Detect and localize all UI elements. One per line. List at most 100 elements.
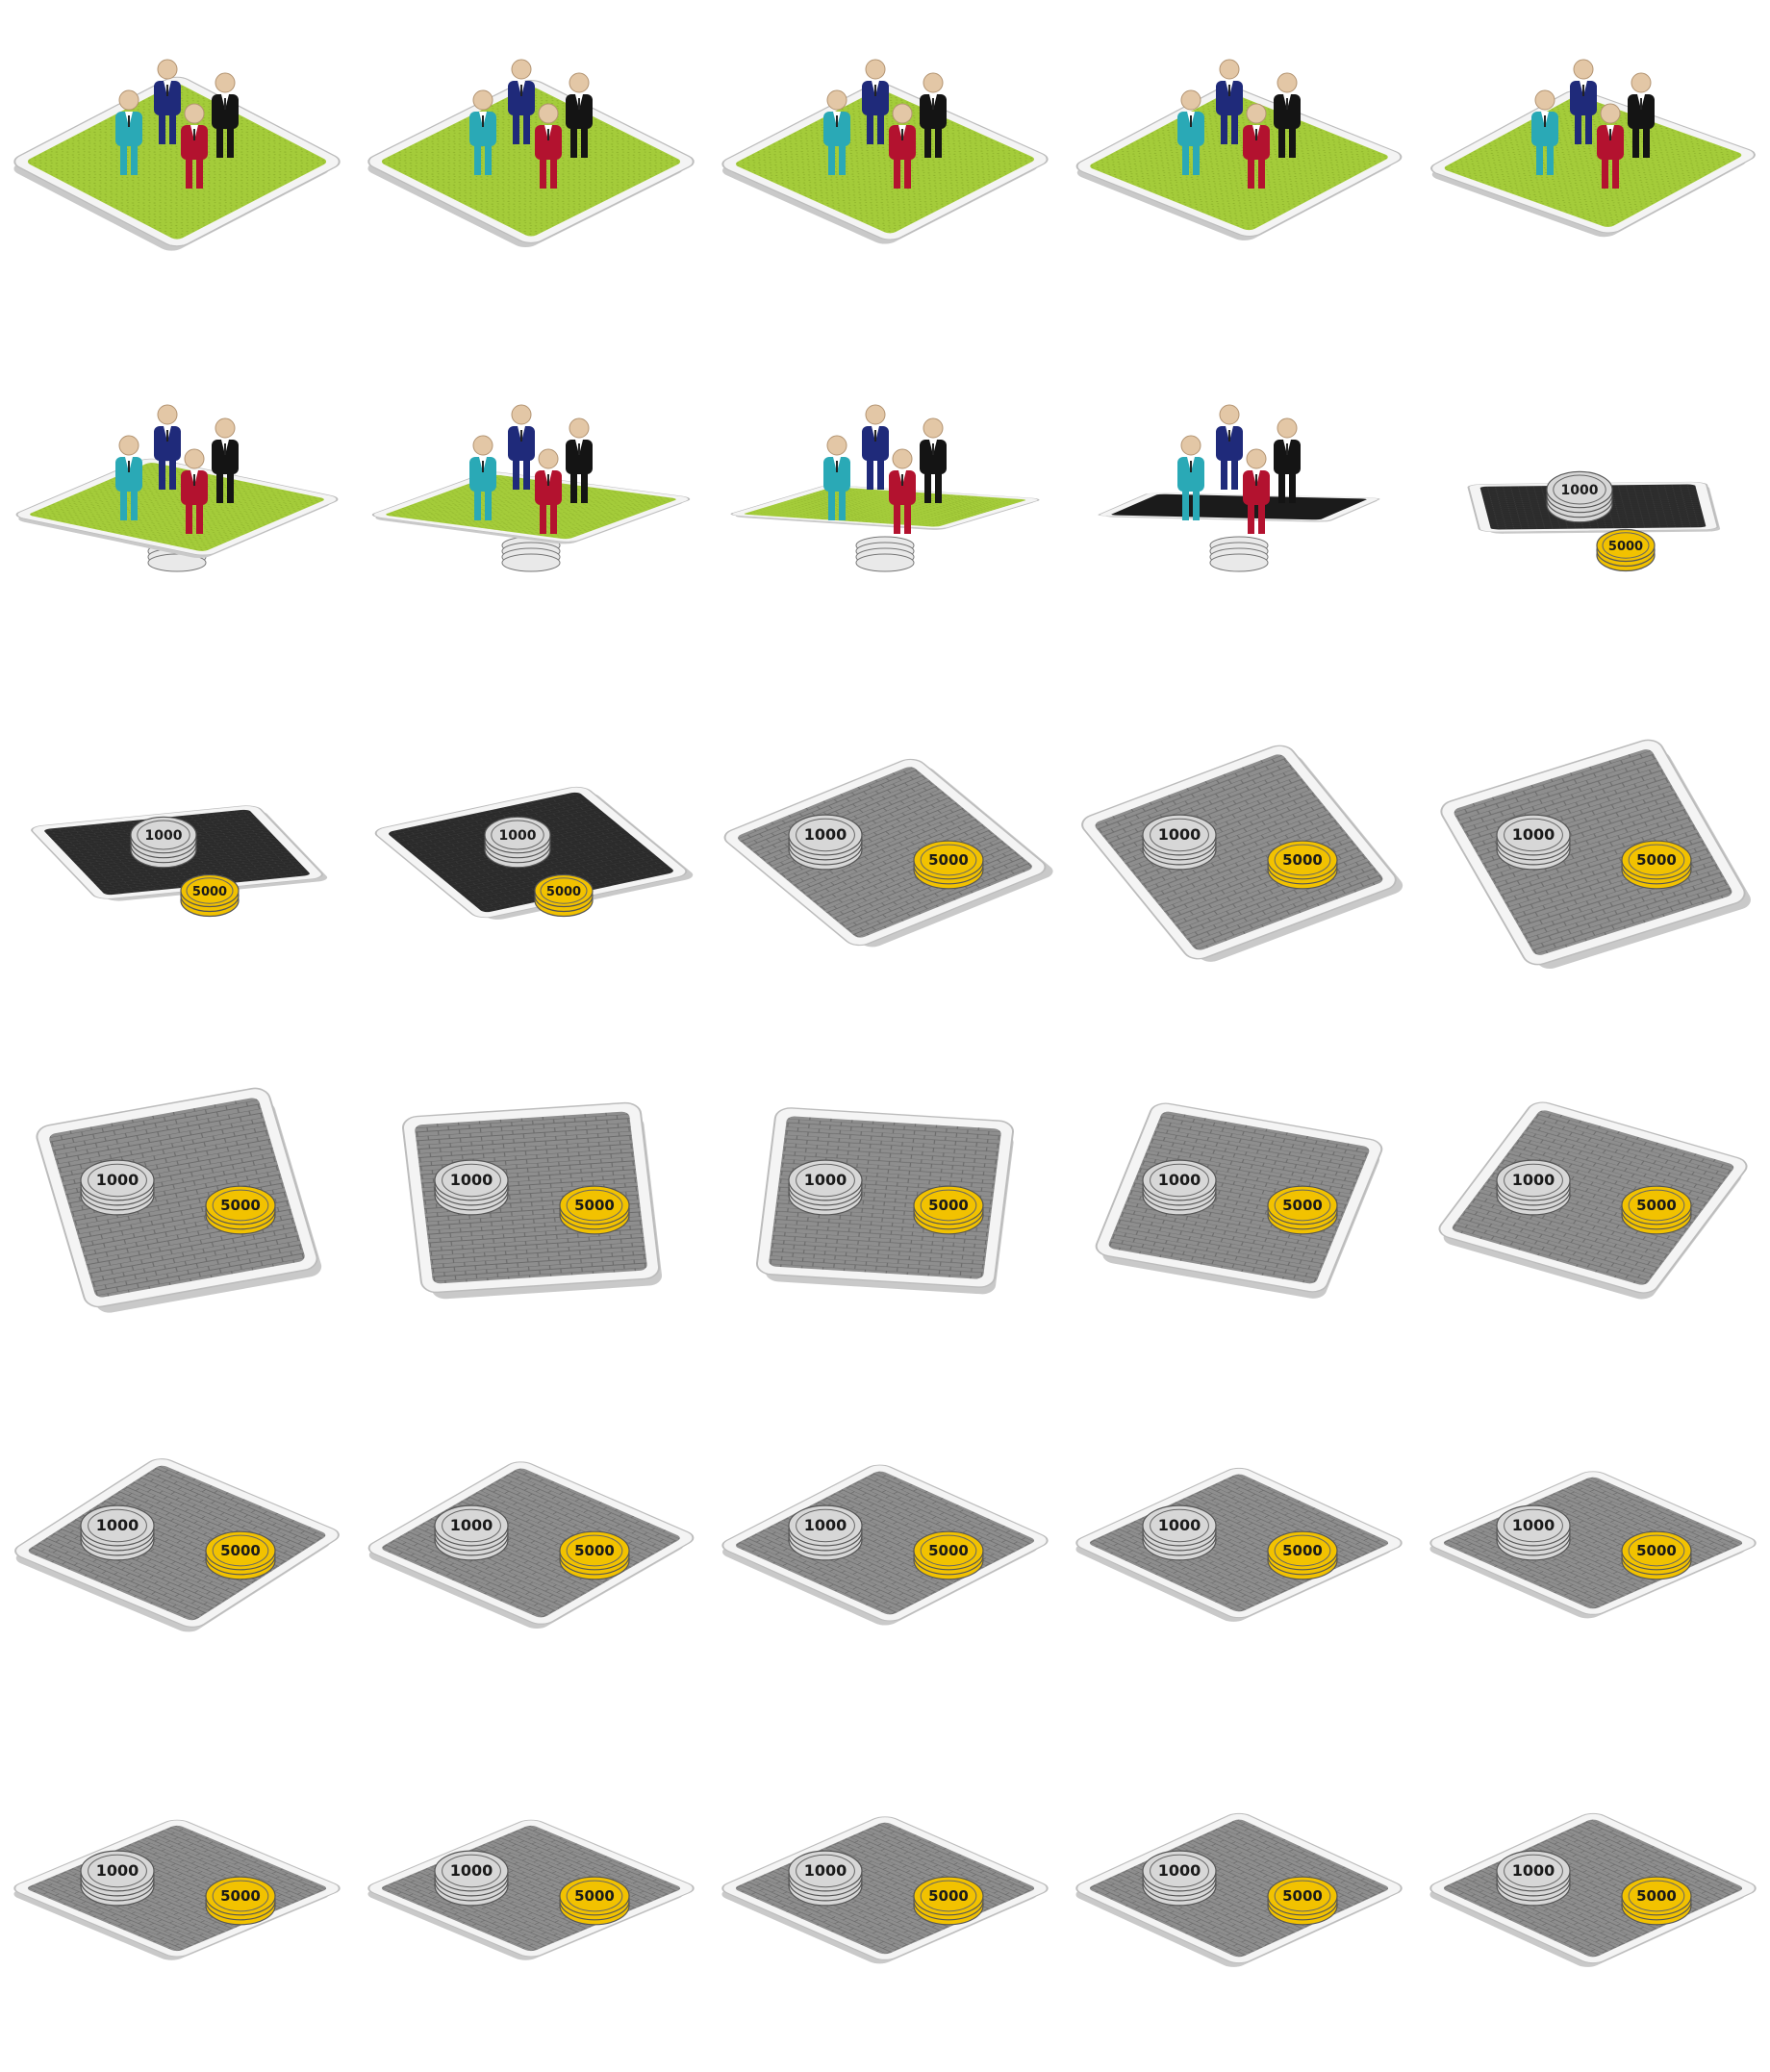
- tile-icon: [1075, 59, 1403, 240]
- silver-coin-stack: 1000: [1142, 1850, 1217, 1907]
- silver-coin-stack: 1000: [788, 814, 863, 871]
- gold-coin-stack: 5000: [180, 873, 240, 918]
- tile: [15, 458, 339, 558]
- tile: [1440, 739, 1751, 970]
- person-red: [1243, 448, 1270, 534]
- tile-surface: [1089, 1819, 1389, 1958]
- gold-coin-stack: 5000: [1621, 1876, 1692, 1926]
- person-black: [566, 417, 593, 503]
- person-black: [212, 72, 239, 158]
- gold-coin-stack: 5000: [913, 840, 984, 890]
- tile: [1430, 89, 1756, 238]
- tile: [36, 1087, 322, 1313]
- silver-coin-stack-label: 1000: [804, 1516, 847, 1534]
- people-group: [1531, 59, 1655, 189]
- tile-surface: [1090, 92, 1388, 231]
- tile-icon: 1000 5000: [1075, 1812, 1403, 1967]
- silver-coin-stack: 1000: [80, 1850, 155, 1907]
- gold-coin-stack-label: 5000: [220, 1887, 261, 1905]
- silver-coin-stack-label: 1000: [1512, 1861, 1555, 1880]
- sprite-frame: 1000 5000: [708, 691, 1062, 1036]
- person-black: [566, 72, 593, 158]
- person-red: [535, 103, 562, 189]
- gold-coin-stack-label: 5000: [1282, 1887, 1323, 1905]
- silver-coin-stack-label: 1000: [1158, 1861, 1201, 1880]
- tile-icon: [13, 59, 341, 251]
- person-cyan: [469, 89, 496, 175]
- gold-coin-stack: 5000: [1621, 1185, 1692, 1235]
- silver-coin-stack-label: 1000: [145, 828, 183, 844]
- silver-coin-stack: 1000: [1142, 1159, 1217, 1216]
- tile: [367, 1819, 695, 1960]
- tile: [367, 1461, 695, 1630]
- silver-coin-stack: 1000: [1496, 814, 1571, 871]
- tile: [730, 485, 1040, 530]
- person-black: [212, 417, 239, 503]
- tile-surface: [1089, 1474, 1389, 1612]
- silver-coin-stack-label: 1000: [804, 1861, 847, 1880]
- silver-coin-stack: 1000: [130, 816, 197, 869]
- gold-coin-stack: 5000: [205, 1185, 276, 1235]
- gold-coin-stack: 5000: [205, 1530, 276, 1580]
- tile: [723, 758, 1053, 948]
- tile: [1098, 493, 1380, 522]
- gold-coin-stack-label: 5000: [574, 1542, 615, 1559]
- gold-coin-stack-label: 5000: [1636, 851, 1677, 869]
- tile: [401, 1101, 663, 1300]
- tile-icon: 1000 5000: [1429, 1812, 1757, 1967]
- person-cyan: [1177, 435, 1204, 520]
- gold-coin-stack-label: 5000: [574, 1887, 615, 1905]
- gold-coin-stack-label: 5000: [928, 1542, 969, 1559]
- tile: [1438, 1101, 1748, 1300]
- silver-coin-stack-label: 1000: [450, 1861, 493, 1880]
- person-black: [920, 72, 947, 158]
- gold-coin-stack: 5000: [205, 1876, 276, 1926]
- tile: [1095, 1102, 1383, 1299]
- person-red: [1243, 103, 1270, 189]
- tile-surface: [1452, 1110, 1734, 1285]
- sprite-frame: [1416, 0, 1770, 345]
- silver-coin-stack: 1000: [788, 1504, 863, 1561]
- people-group: [1177, 404, 1301, 534]
- person-cyan: [823, 89, 850, 175]
- tile: [1429, 1812, 1757, 1967]
- person-black: [1274, 417, 1301, 503]
- tile: [721, 83, 1049, 244]
- sprite-frame: 1000 5000: [0, 1727, 354, 2072]
- person-navy: [154, 59, 181, 144]
- silver-coin-stack-label: 1000: [1512, 825, 1555, 844]
- sprite-frame: 1000 5000: [0, 691, 354, 1036]
- tile-icon: 1000 5000: [367, 1819, 695, 1960]
- tile: [721, 1816, 1049, 1964]
- sprite-frame: [354, 345, 708, 691]
- tile-surface: [769, 1116, 1001, 1279]
- people-group: [1177, 59, 1301, 189]
- tile: [1075, 1812, 1403, 1967]
- tile-icon: [721, 59, 1049, 244]
- tile: [1429, 1471, 1757, 1619]
- silver-coin-stack: 1000: [1142, 814, 1217, 871]
- person-red: [889, 448, 916, 534]
- tile: [1075, 1467, 1403, 1622]
- tile-surface: [736, 89, 1034, 234]
- gold-coin-stack: 5000: [559, 1876, 630, 1926]
- tile-icon: [730, 404, 1040, 572]
- tile-surface: [30, 463, 324, 551]
- tile-surface: [382, 1468, 680, 1618]
- tile: [14, 1458, 340, 1632]
- tile-icon: [367, 59, 695, 248]
- sprite-frame: 1000 5000: [1062, 1727, 1416, 2072]
